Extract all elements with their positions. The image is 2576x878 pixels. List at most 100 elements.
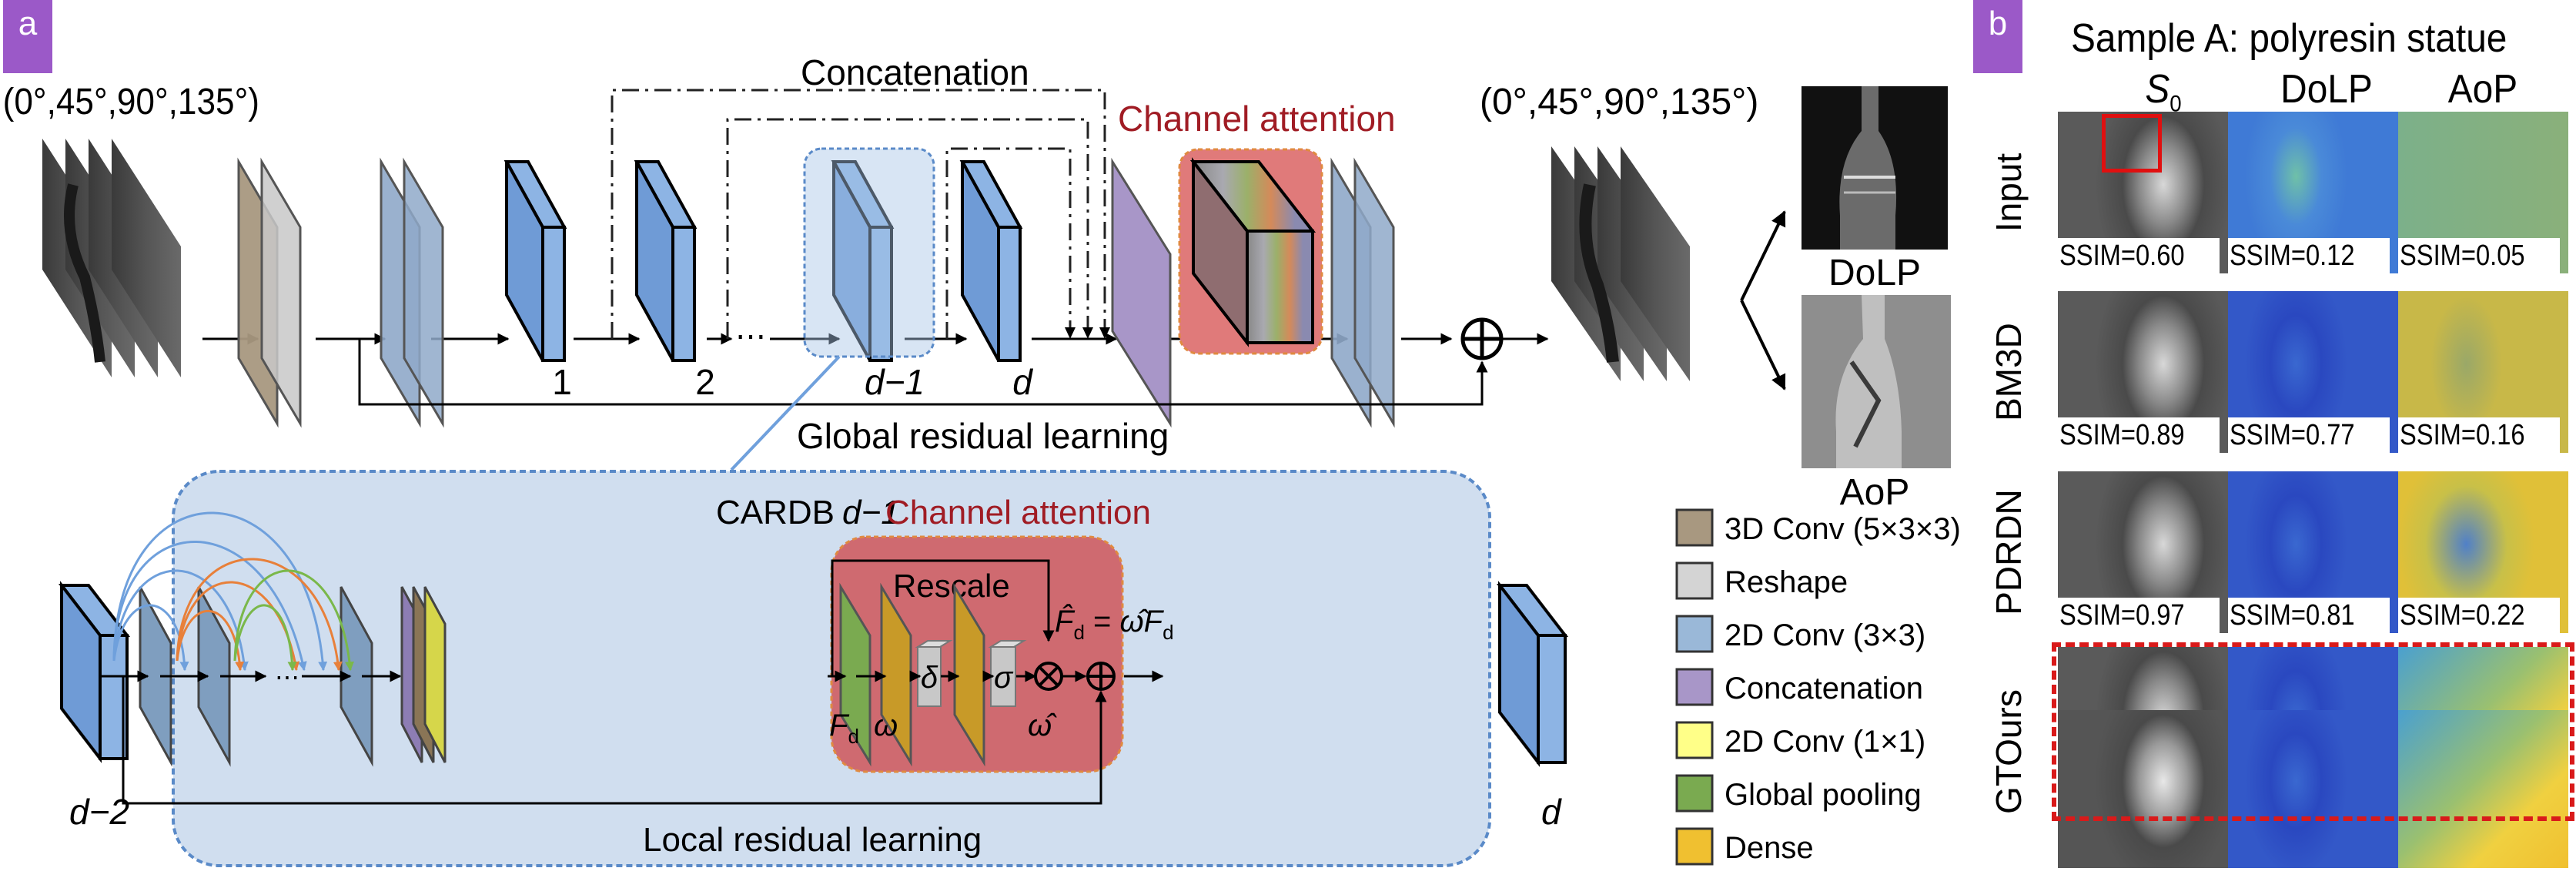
dolp-output-image [1802, 86, 1948, 250]
fd-label-main: F [829, 709, 850, 742]
roi-highlight-box [2102, 114, 2162, 173]
dense-connection-arcs [112, 511, 355, 672]
local-add-icon [1086, 662, 1116, 691]
ssim-value: SSIM=0.81 [2228, 598, 2390, 633]
zoom-connector-line [730, 355, 841, 471]
dolp-image [2228, 710, 2398, 868]
row-label: BM3D [1989, 323, 2029, 421]
legend-swatch [1675, 827, 1714, 866]
legend-swatch [1675, 615, 1714, 653]
rescale-label: Rescale [893, 568, 1010, 604]
channel-attention-cube [1189, 157, 1316, 347]
dolp-image: SSIM=0.77 [2228, 291, 2398, 453]
cardb-title-text: CARDB [716, 494, 835, 531]
legend-label: 2D Conv (3×3) [1725, 618, 1925, 652]
global-residual-label: Global residual learning [797, 416, 1169, 456]
dolp-image: SSIM=0.12 [2228, 112, 2398, 273]
cardb-block-d [959, 160, 1023, 362]
legend-label: Dense [1725, 831, 1814, 865]
global-add-icon [1460, 317, 1504, 360]
panel-a-badge: a [3, 0, 52, 73]
cardb-output-block [1496, 581, 1569, 767]
aop-image [2398, 710, 2568, 868]
eq-lhs: F̂ [1055, 603, 1076, 638]
legend-swatch [1675, 508, 1714, 547]
top-channel-attention-label: Channel attention [1118, 99, 1396, 139]
ssim-value: SSIM=0.12 [2228, 238, 2390, 273]
ssim-value: SSIM=0.97 [2058, 598, 2220, 633]
rescale-equation: F̂d = ω̂Fd [1055, 603, 1174, 644]
cardb-highlight-box [803, 147, 935, 358]
ssim-value: SSIM=0.77 [2228, 417, 2390, 453]
cardb-output-label: d [1541, 792, 1562, 832]
cardb-input-block [58, 581, 131, 763]
ssim-value: SSIM=0.16 [2398, 417, 2560, 453]
legend-swatch [1675, 721, 1714, 759]
concatenation-label: Concatenation [801, 52, 1029, 92]
dense-conv-2 [197, 586, 231, 767]
legend-swatch [1675, 668, 1714, 706]
column-header-dolp: DoLP [2280, 67, 2373, 112]
reshape-layer [260, 157, 302, 428]
eq-lhs-sub: d [1073, 621, 1084, 644]
column-header-s0: S0 [2086, 66, 2241, 117]
column-header-s0-main: S [2145, 67, 2170, 112]
aop-output-label: AoP [1840, 472, 1910, 513]
aop-output-image [1802, 295, 1951, 468]
aop-image: SSIM=0.22 [2398, 471, 2568, 633]
panel-b-badge: b [1973, 0, 2022, 73]
post-conv-layer-2 [1353, 157, 1395, 428]
concat-skip-lines [611, 89, 1106, 339]
s0-image: SSIM=0.89 [2058, 291, 2228, 453]
cardb-blocks [503, 160, 1023, 362]
legend-label: 2D Conv (1×1) [1725, 725, 1925, 759]
concatenation-layer [1111, 157, 1172, 428]
ssim-value: SSIM=0.05 [2398, 238, 2560, 273]
eq-rhs: ω̂F [1120, 605, 1165, 638]
block-label-2: 2 [695, 362, 715, 402]
cardb-title-index: d−1 [842, 494, 900, 531]
column-header-aop: AoP [2447, 67, 2518, 112]
multiply-icon [1034, 662, 1063, 691]
legend-swatch [1675, 561, 1714, 600]
legend-label: Concatenation [1725, 672, 1923, 705]
cardb-block-1 [503, 160, 567, 362]
s0-image: SSIM=0.97 [2058, 471, 2228, 633]
block-label-d-minus-1: d−1 [865, 362, 925, 402]
aop-image: SSIM=0.16 [2398, 291, 2568, 453]
panel-b-title: Sample A: polyresin statue [2071, 16, 2507, 61]
aop-image: SSIM=0.05 [2398, 112, 2568, 273]
conv2d-layer-2 [403, 157, 444, 428]
legend-label: Reshape [1725, 565, 1848, 599]
input-angles-label: (0°,45°,90°,135°) [3, 80, 259, 122]
cardb-conv1x1-layer [423, 586, 447, 763]
delta-label: δ [921, 661, 938, 695]
legend-swatch [1675, 774, 1714, 813]
block-label-1: 1 [552, 362, 572, 402]
local-residual-label: Local residual learning [643, 821, 982, 859]
local-residual-line [122, 676, 1107, 805]
fd-label-sub: d [848, 725, 858, 748]
cardb-input-label: d−2 [69, 792, 129, 832]
ssim-value: SSIM=0.22 [2398, 598, 2560, 633]
fd-label: Fd [829, 709, 859, 748]
row-label: PDRDN [1989, 489, 2029, 615]
cardb-block-2 [634, 160, 698, 362]
cardb-block-d-minus-1 [831, 160, 895, 362]
row-label: GT [1989, 764, 2029, 814]
delta-activation-box [915, 640, 953, 707]
column-header-s0-sub: 0 [2170, 91, 2182, 117]
cardb-channel-attention-label: Channel attention [885, 494, 1151, 531]
dolp-output-label: DoLP [1828, 253, 1921, 293]
output-angles-label: (0°,45°,90°,135°) [1480, 82, 1758, 122]
ours-highlight-frame [2052, 642, 2574, 821]
eq-sign: = [1085, 605, 1120, 638]
global-residual-line [358, 339, 1488, 406]
ssim-value: SSIM=0.89 [2058, 417, 2220, 453]
input-image-stack [42, 139, 181, 377]
block-ellipsis: ⋯ [735, 320, 766, 354]
ssim-value: SSIM=0.60 [2058, 238, 2220, 273]
